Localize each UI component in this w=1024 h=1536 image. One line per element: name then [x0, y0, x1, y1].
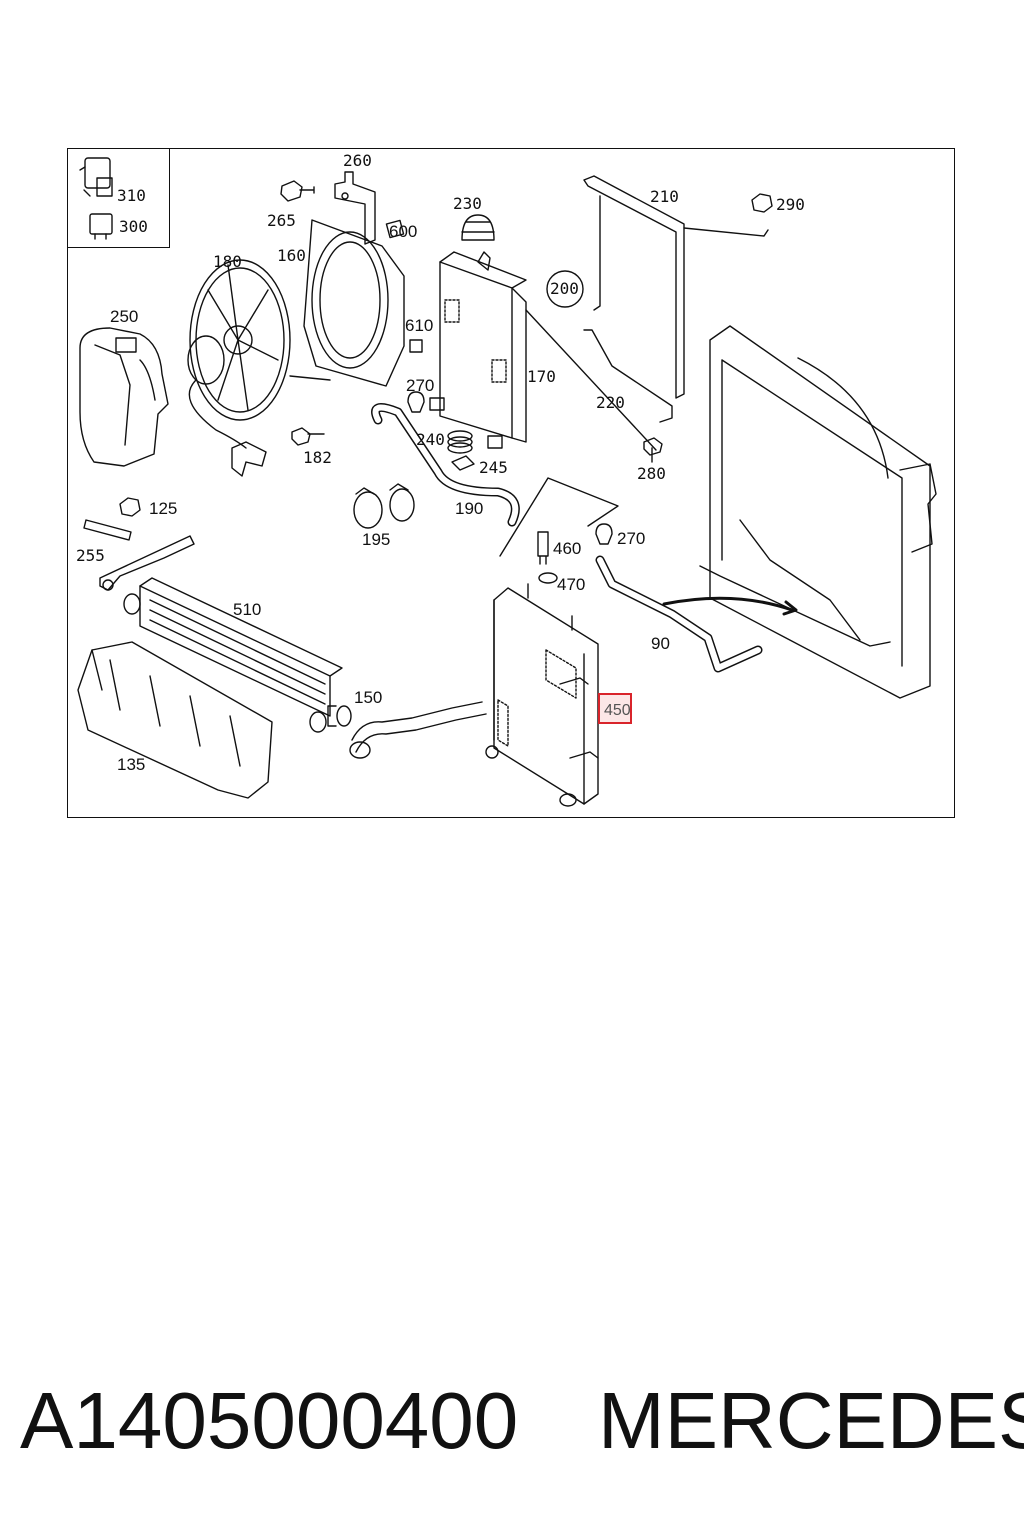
radiator-170-drawing: [429, 251, 527, 449]
relay-310-drawing: [79, 157, 113, 197]
hose-90-inner: [597, 557, 761, 671]
label-180: 180: [213, 252, 242, 271]
label-460: 460: [553, 539, 582, 558]
clamp-270b-drawing: [595, 523, 613, 545]
label-470: 470: [557, 575, 586, 594]
bolt-265-drawing: [280, 180, 315, 202]
housing-250-drawing: [79, 327, 169, 467]
label-255: 255: [76, 546, 105, 565]
label-220: 220: [596, 393, 625, 412]
relay-300-drawing: [89, 213, 113, 240]
label-270b: 270: [617, 529, 646, 548]
nut-125-drawing: [119, 497, 141, 517]
label-450: 450: [604, 702, 631, 719]
leader-line-drawing: [525, 309, 657, 451]
inset-box: [67, 148, 170, 248]
label-280: 280: [637, 464, 666, 483]
label-125: 125: [149, 499, 178, 518]
label-240: 240: [416, 430, 445, 449]
pipe-drawing: [349, 701, 487, 759]
sensor-460-drawing: [537, 531, 549, 565]
hose-90-outer: [595, 555, 763, 673]
label-182: 182: [303, 448, 332, 467]
label-195: 195: [362, 530, 391, 549]
label-260: 260: [343, 151, 372, 170]
cooler-450-drawing: [485, 583, 599, 807]
label-210: 210: [650, 187, 679, 206]
label-290: 290: [776, 195, 805, 214]
duct-135-drawing: [77, 641, 273, 799]
label-600: 600: [389, 222, 418, 241]
fan-180-drawing: [187, 259, 291, 477]
highlighted-part-450[interactable]: 450: [598, 693, 632, 724]
cap-230-drawing: [461, 214, 495, 241]
circle-200-drawing: [546, 270, 584, 308]
label-135: 135: [117, 755, 146, 774]
spring-240-drawing: [447, 430, 473, 454]
label-200: 200: [550, 279, 579, 298]
arrow-head: [782, 600, 798, 616]
footer-caption: A1405000400 MERCEDES: [20, 1375, 1024, 1465]
radiator-main-drawing: [699, 325, 937, 699]
detail-box-lines: [499, 477, 619, 557]
label-310: 310: [117, 186, 146, 205]
nut-290-drawing: [751, 193, 773, 213]
label-300: 300: [119, 217, 148, 236]
arrow-line: [662, 596, 794, 612]
label-170: 170: [527, 367, 556, 386]
part-number: A1405000400: [20, 1376, 519, 1465]
clamp-270a-drawing: [407, 391, 425, 413]
pad-600-drawing: [385, 219, 405, 239]
label-250: 250: [110, 307, 139, 326]
label-90: 90: [651, 634, 670, 653]
label-230: 230: [453, 194, 482, 213]
label-160: 160: [277, 246, 306, 265]
label-270a: 270: [406, 376, 435, 395]
bracket-255-drawing: [99, 535, 195, 591]
clip-245-drawing: [451, 455, 475, 471]
washer-470-drawing: [538, 572, 558, 584]
cooler-510-drawing: [123, 577, 343, 733]
label-190: 190: [455, 499, 484, 518]
clamps-195-drawing: [353, 483, 415, 529]
pad-drawing: [83, 519, 132, 541]
bracket-260-drawing: [334, 171, 376, 245]
hose-190-drawing-inner: [372, 404, 519, 525]
label-510: 510: [233, 600, 262, 619]
shroud-160-drawing: [289, 219, 405, 387]
brand-name: MERCEDES: [598, 1376, 1024, 1465]
bolt-182-drawing: [291, 427, 325, 446]
plug-150-drawing: [327, 705, 352, 727]
clip-610-drawing: [409, 339, 423, 353]
label-610: 610: [405, 316, 434, 335]
label-245: 245: [479, 458, 508, 477]
label-265: 265: [267, 211, 296, 230]
label-150: 150: [354, 688, 383, 707]
screw-280-drawing: [643, 437, 663, 463]
diagram-frame: [67, 148, 955, 818]
bracket-210-drawing: [583, 175, 769, 423]
